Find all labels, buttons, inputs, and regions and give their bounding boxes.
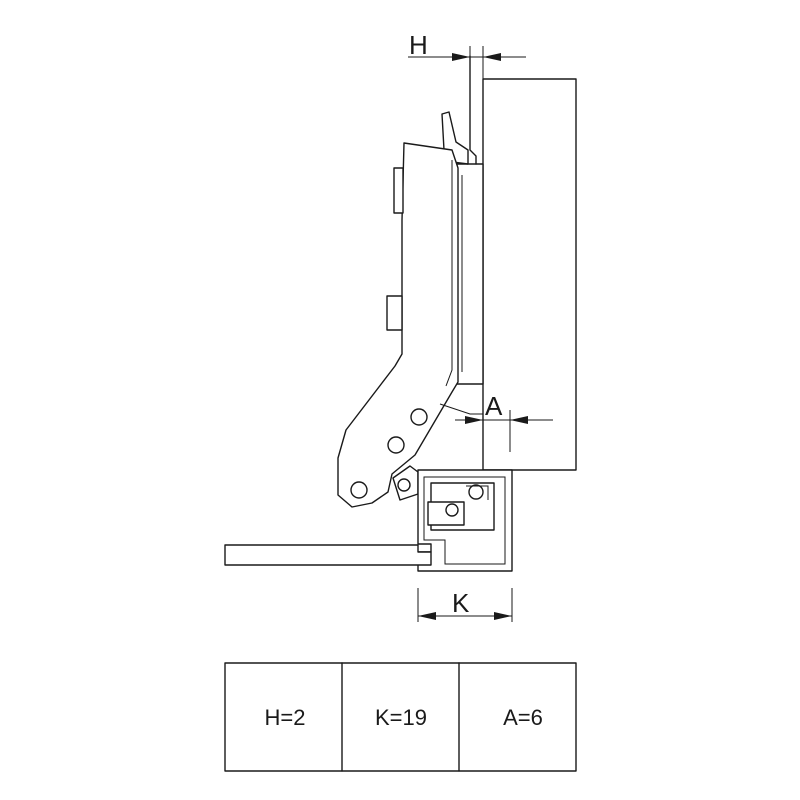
adjustment-screw-tab-upper — [393, 167, 404, 214]
cup-screw-2 — [468, 484, 484, 500]
dimension-a-label: A — [485, 391, 503, 421]
pivot-pin-1 — [410, 408, 428, 426]
dimension-k: K — [417, 588, 513, 622]
spec-table-cell-h: H=2 — [265, 705, 306, 730]
dimension-h-arrow-left — [452, 53, 470, 61]
spec-table: H=2 K=19 A=6 — [224, 662, 577, 772]
spec-table-cell-k: K=19 — [375, 705, 427, 730]
pivot-pin-2 — [387, 436, 405, 454]
pivot-pin-3 — [350, 481, 368, 499]
hinge-arm-detail-line — [439, 403, 483, 415]
hinge-arm — [337, 142, 459, 508]
adjustment-screw-tab-lower — [386, 295, 403, 331]
dimension-h-label: H — [409, 30, 428, 60]
dimension-k-arrow-right — [494, 612, 512, 620]
spec-table-border — [224, 662, 577, 772]
door-edge-strip — [469, 55, 477, 165]
dimension-a-arrow-left — [465, 416, 483, 424]
dimension-h: H — [408, 30, 526, 79]
door-panel — [482, 78, 577, 471]
cabinet-panel — [224, 544, 432, 566]
spec-table-cell-a: A=6 — [503, 705, 543, 730]
hinge-cup-inner — [423, 476, 506, 565]
mounting-plate — [455, 163, 484, 385]
hinge-arm-inner-contour — [445, 160, 453, 387]
dimension-a: A — [455, 391, 553, 452]
cup-screw-1 — [445, 503, 459, 517]
dimension-h-arrow-right — [483, 53, 501, 61]
dimension-k-arrow-left — [418, 612, 436, 620]
cup-insert-block — [427, 501, 465, 526]
dimension-k-label: K — [452, 588, 470, 618]
dimension-a-arrow-right — [510, 416, 528, 424]
cup-screw-slot — [466, 485, 489, 500]
linkage-pin — [397, 478, 411, 492]
